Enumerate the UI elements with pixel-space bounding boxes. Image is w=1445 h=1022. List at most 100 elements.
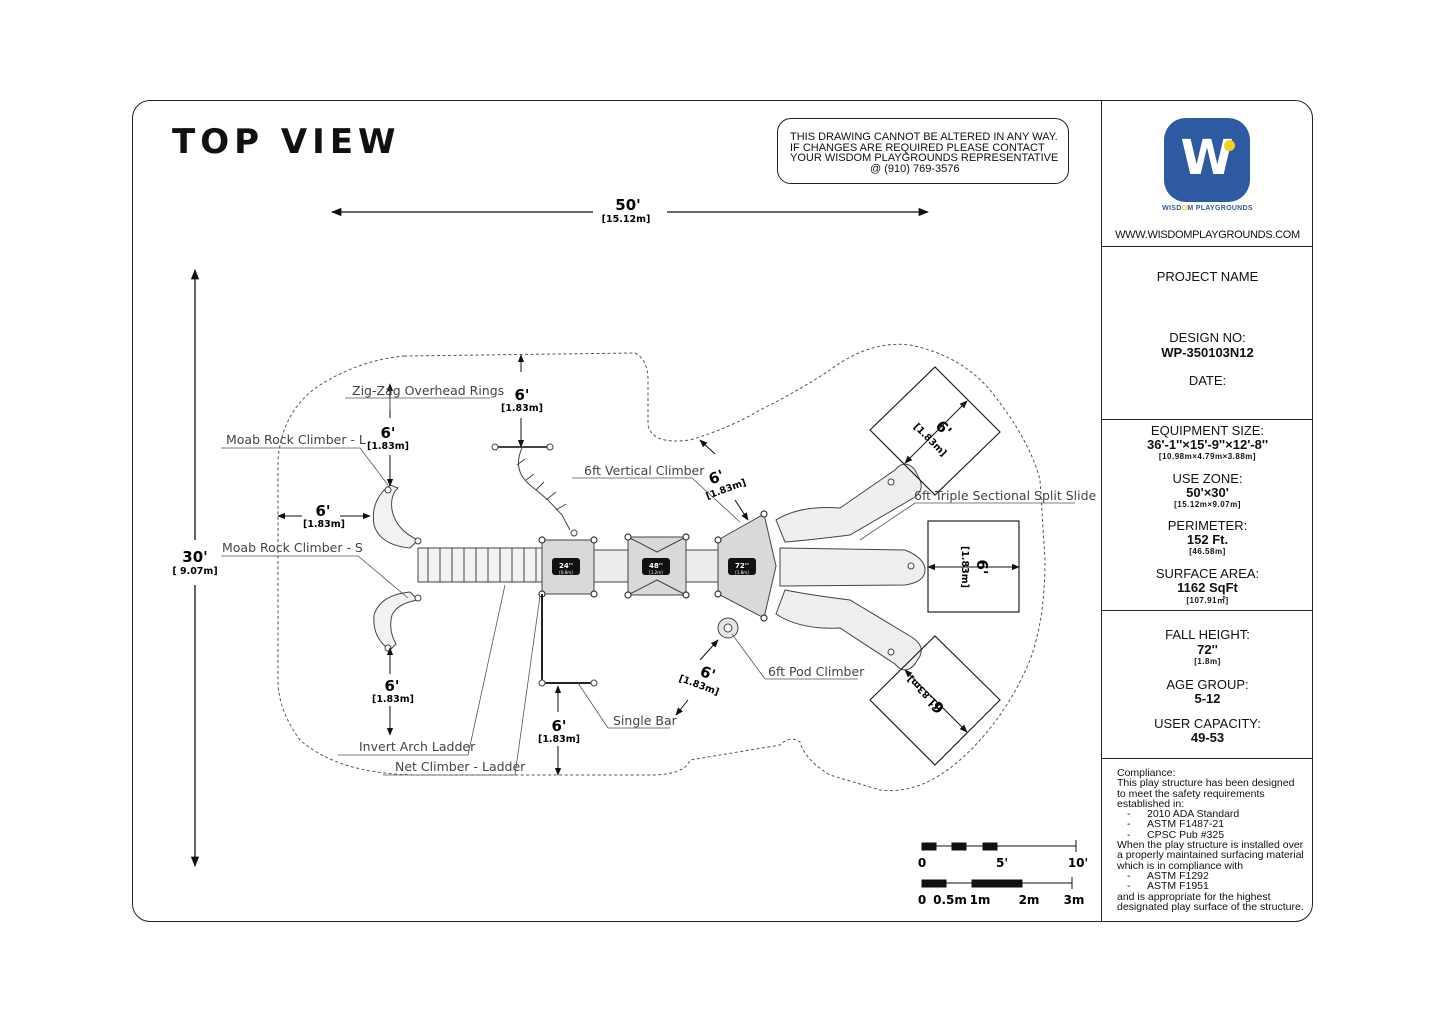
equipment-size-metric: [10.98m×4.79m×3.88m] — [1158, 452, 1257, 461]
callout-vertical-climber: 6ft Vertical Climber — [584, 463, 705, 478]
deck-height-2: 48'' — [649, 562, 663, 570]
page-title: TOP VIEW — [172, 122, 401, 162]
brand-name: WISDOM PLAYGROUNDS — [1162, 205, 1253, 212]
clearance-rings: 6' — [514, 386, 529, 404]
scale-metric-2: 2m — [1019, 893, 1040, 907]
compliance-standard: -2010 ADA Standard — [1127, 808, 1240, 821]
use-zone: 50'×30' — [1186, 485, 1229, 500]
overall-height-label: 30' — [182, 548, 207, 566]
logo-dot-icon — [1224, 140, 1235, 151]
slide-clearance-2-metric: [1.83m] — [959, 546, 970, 588]
title-block — [1101, 100, 1313, 922]
compliance-standard: -ASTM F1292 — [1127, 869, 1209, 882]
compliance-text: which is in compliance with — [1117, 859, 1244, 872]
compliance-notes: Compliance: This play structure has been… — [1117, 767, 1312, 913]
perimeter-label: PERIMETER: — [1167, 518, 1248, 533]
design-no: WP-350103N12 — [1161, 345, 1254, 360]
compliance-text: This play structure has been designed — [1117, 777, 1295, 790]
callout-moab-s: Moab Rock Climber - S — [222, 540, 363, 555]
website-link[interactable]: WWW.WISDOMPLAYGROUNDS.COM — [1115, 229, 1300, 241]
surface-area: 1162 SqFt — [1177, 580, 1238, 595]
age-group-label: AGE GROUP: — [1166, 677, 1249, 692]
notice-line: THIS DRAWING CANNOT BE ALTERED IN ANY WA… — [790, 131, 1058, 143]
divider — [1101, 419, 1313, 420]
clearance-moab-l: 6' — [380, 424, 395, 442]
compliance-standard: -ASTM F1487-21 — [1127, 818, 1225, 831]
scale-metric-05: 0.5m — [933, 893, 967, 907]
use-zone-label: USE ZONE: — [1172, 471, 1243, 486]
scale-imperial-0: 0 — [918, 856, 926, 870]
deck-height-2-metric: [1.2m] — [649, 570, 663, 575]
slide-clearance-2: 6' — [973, 559, 991, 574]
notice-line: YOUR WISDOM PLAYGROUNDS REPRESENTATIVE — [790, 152, 1059, 164]
equipment-size: 36'-1''×15'-9''×12'-8'' — [1146, 437, 1269, 452]
compliance-standard: -CPSC Pub #325 — [1127, 828, 1225, 841]
compliance-heading: Compliance: — [1117, 767, 1176, 779]
perimeter: 152 Ft. — [1186, 532, 1229, 547]
notice-line: IF CHANGES ARE REQUIRED PLEASE CONTACT — [790, 141, 1045, 154]
callout-moab-l: Moab Rock Climber - L — [226, 432, 366, 447]
surface-area-metric: [107.91㎡] — [1186, 596, 1229, 605]
deck-height-3-metric: [1.8m] — [735, 570, 749, 575]
equipment-size-label: EQUIPMENT SIZE: — [1150, 423, 1265, 438]
divider — [1101, 246, 1313, 247]
overall-height-metric: [ 9.07m] — [172, 566, 217, 577]
compliance-text: to meet the safety requirements — [1117, 787, 1265, 800]
clearance-moab-s: 6' — [384, 677, 399, 695]
scale-metric-3: 3m — [1064, 893, 1085, 907]
use-zone-outline — [277, 343, 1046, 792]
compliance-text: designated play surface of the structure… — [1117, 900, 1304, 913]
scale-imperial-10: 10' — [1068, 856, 1088, 870]
scale-imperial-5: 5' — [996, 856, 1008, 870]
drawing-sheet-border — [132, 100, 1313, 922]
user-capacity: 49-53 — [1190, 730, 1225, 745]
project-name-label: PROJECT NAME — [1156, 269, 1259, 284]
user-capacity-label: USER CAPACITY: — [1154, 716, 1261, 731]
clearance-left-metric: [1.83m] — [303, 519, 345, 530]
triple-slide — [775, 463, 926, 671]
date-label: DATE: — [1188, 373, 1227, 388]
deck-height-1: 24'' — [559, 562, 573, 570]
clearance-rings-metric: [1.83m] — [501, 403, 543, 414]
design-no-label: DESIGN NO: — [1169, 330, 1246, 345]
clearance-moab-l-metric: [1.83m] — [367, 441, 409, 452]
compliance-text: When the play structure is installed ove… — [1117, 839, 1304, 852]
fall-height-label: FALL HEIGHT: — [1165, 627, 1250, 642]
divider — [1101, 610, 1313, 611]
callout-pod-climber: 6ft Pod Climber — [768, 664, 865, 679]
compliance-standard: -ASTM F1951 — [1127, 880, 1209, 893]
callout-zigzag-rings: Zig-Zag Overhead Rings — [352, 383, 504, 398]
clearance-left: 6' — [315, 502, 330, 520]
clearance-pod: 6' — [698, 662, 718, 684]
clearance-single-bar: 6' — [551, 717, 566, 735]
deck-height-1-metric: [0.6m] — [559, 570, 573, 575]
compliance-text: a properly maintained surfacing material — [1117, 849, 1304, 862]
overall-width-label: 50' — [615, 196, 640, 214]
deck-height-3: 72'' — [735, 562, 749, 570]
slide-clearance-1: 6' — [932, 417, 955, 440]
divider — [1101, 758, 1313, 759]
scale-bar — [921, 840, 1077, 889]
fall-height-metric: [1.8m] — [1194, 657, 1221, 666]
slide-clearance-3-metric: [1.83m] — [905, 673, 942, 710]
compliance-text: established in: — [1117, 797, 1185, 810]
clearance-single-bar-metric: [1.83m] — [538, 734, 580, 745]
compliance-text: and is appropriate for the highest — [1117, 890, 1271, 903]
callout-net-climber: Net Climber - Ladder — [395, 759, 526, 774]
scale-metric-1: 1m — [970, 893, 991, 907]
use-zone-metric: [15.12m×9.07m] — [1174, 500, 1241, 509]
age-group: 5-12 — [1194, 691, 1221, 706]
scale-metric-0: 0 — [918, 893, 926, 907]
wisdom-logo: W — [1164, 118, 1250, 202]
overall-width-metric: [15.12m] — [602, 214, 651, 225]
perimeter-metric: [46.58m] — [1189, 547, 1226, 556]
logo-letter: W — [1180, 130, 1234, 186]
callout-invert-arch: Invert Arch Ladder — [359, 739, 476, 754]
surface-area-label: SURFACE AREA: — [1155, 566, 1260, 581]
clearance-vertical-climber: 6' — [706, 466, 726, 488]
alteration-notice: THIS DRAWING CANNOT BE ALTERED IN ANY WA… — [777, 118, 1069, 184]
callout-triple-slide: 6ft Triple Sectional Split Slide — [914, 488, 1097, 503]
callout-single-bar: Single Bar — [613, 713, 678, 728]
fall-height: 72'' — [1197, 642, 1218, 657]
